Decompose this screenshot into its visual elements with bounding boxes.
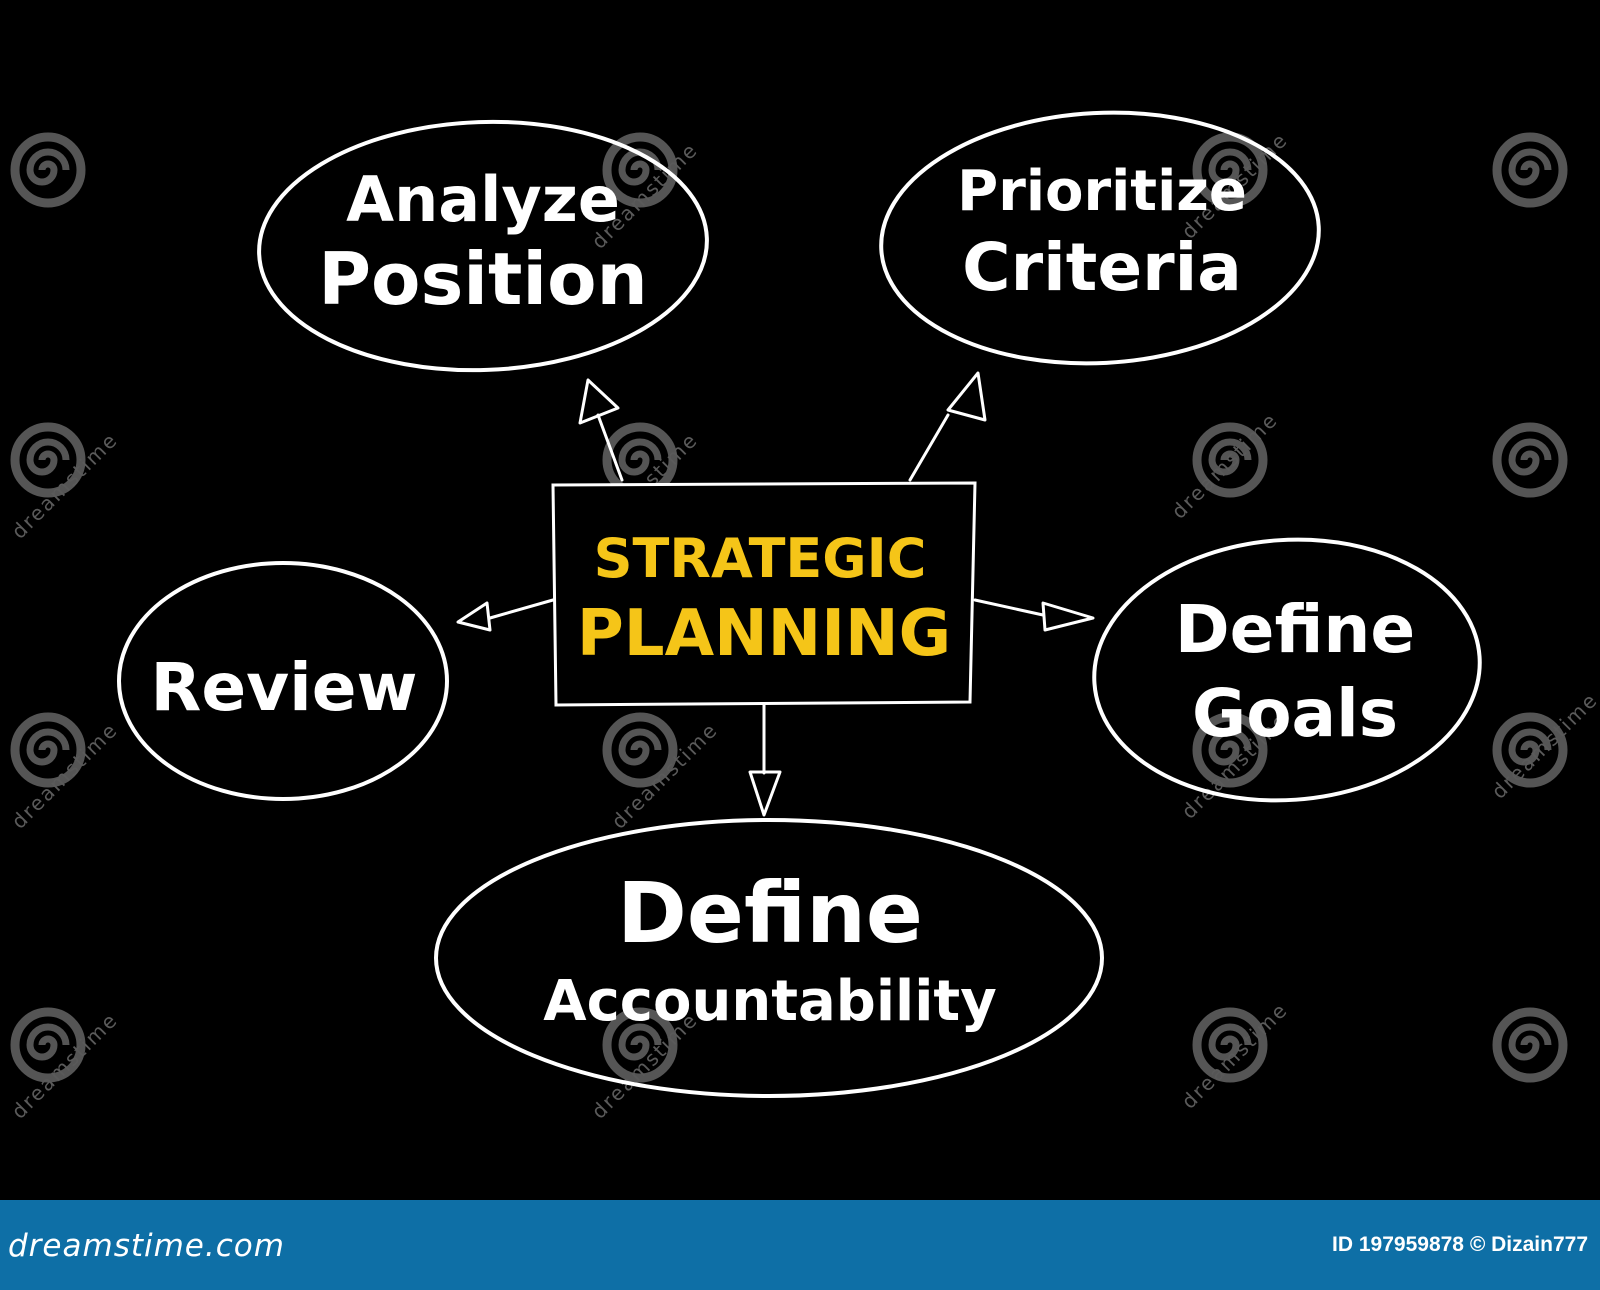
connector-to-analyze-position bbox=[596, 413, 624, 482]
watermark-spiral-icon bbox=[1492, 132, 1568, 208]
arrowhead-define-accountability bbox=[748, 770, 782, 817]
footer-bar: dreamstime.com ID 197959878 © Dizain777 bbox=[0, 1200, 1600, 1290]
watermark-spiral-icon bbox=[602, 712, 678, 788]
prioritize-criteria-line1: Prioritize bbox=[957, 159, 1247, 224]
arrowheads bbox=[456, 371, 1095, 817]
watermark-spiral-icon bbox=[1492, 712, 1568, 788]
arrowhead-define-goals bbox=[1041, 601, 1095, 632]
connector-to-define-goals bbox=[973, 598, 1045, 617]
watermark-spiral-icon bbox=[10, 712, 86, 788]
center-box bbox=[551, 481, 977, 707]
center-title-line1: STRATEGIC bbox=[594, 527, 927, 590]
watermark-spiral-icon bbox=[1192, 132, 1268, 208]
watermark-spiral-icon bbox=[10, 1007, 86, 1083]
arrowhead-review bbox=[456, 601, 492, 632]
watermark-spiral-icon bbox=[602, 1007, 678, 1083]
watermark-spiral-icon bbox=[1192, 1007, 1268, 1083]
ellipse-define-accountability bbox=[434, 818, 1104, 1098]
footer-logo[interactable]: dreamstime.com bbox=[8, 1228, 285, 1264]
ellipse-prioritize-criteria bbox=[879, 110, 1321, 366]
prioritize-criteria-line2: Criteria bbox=[962, 229, 1242, 306]
analyze-position-line2: Position bbox=[318, 237, 648, 321]
define-goals-line1: Define bbox=[1175, 591, 1415, 668]
define-accountability-line1: Define bbox=[617, 864, 923, 962]
connector-to-review bbox=[488, 598, 555, 620]
ellipse-define-goals bbox=[1092, 537, 1482, 803]
review-label: Review bbox=[151, 649, 418, 726]
watermark-spiral-icon bbox=[1492, 422, 1568, 498]
center-node: STRATEGIC PLANNING bbox=[551, 481, 977, 707]
watermark-spiral-icon bbox=[1192, 422, 1268, 498]
image-credit: ID 197959878 © Dizain777 bbox=[1332, 1233, 1588, 1256]
define-goals-line2: Goals bbox=[1192, 675, 1398, 752]
ellipse-review bbox=[117, 561, 449, 801]
watermark-spiral-icon bbox=[602, 132, 678, 208]
analyze-position-line1: Analyze bbox=[346, 163, 620, 236]
node-labels: Analyze Position Prioritize Criteria Rev… bbox=[151, 159, 1416, 1034]
ellipse-analyze-position bbox=[257, 119, 709, 373]
watermark-text: dreamstime bbox=[1487, 687, 1600, 803]
connector-to-prioritize-criteria bbox=[908, 413, 950, 482]
node-outlines bbox=[117, 110, 1482, 1098]
watermark-spiral-icon bbox=[10, 132, 86, 208]
arrowhead-analyze-position bbox=[578, 378, 620, 425]
connectors bbox=[488, 413, 1045, 775]
watermark-spiral-icon bbox=[10, 422, 86, 498]
watermark-spiral-icon bbox=[1192, 712, 1268, 788]
define-accountability-line2: Accountability bbox=[543, 969, 996, 1034]
watermark-spiral-icon bbox=[1492, 1007, 1568, 1083]
center-title-line2: PLANNING bbox=[577, 597, 951, 671]
arrowhead-prioritize-criteria bbox=[946, 371, 987, 422]
